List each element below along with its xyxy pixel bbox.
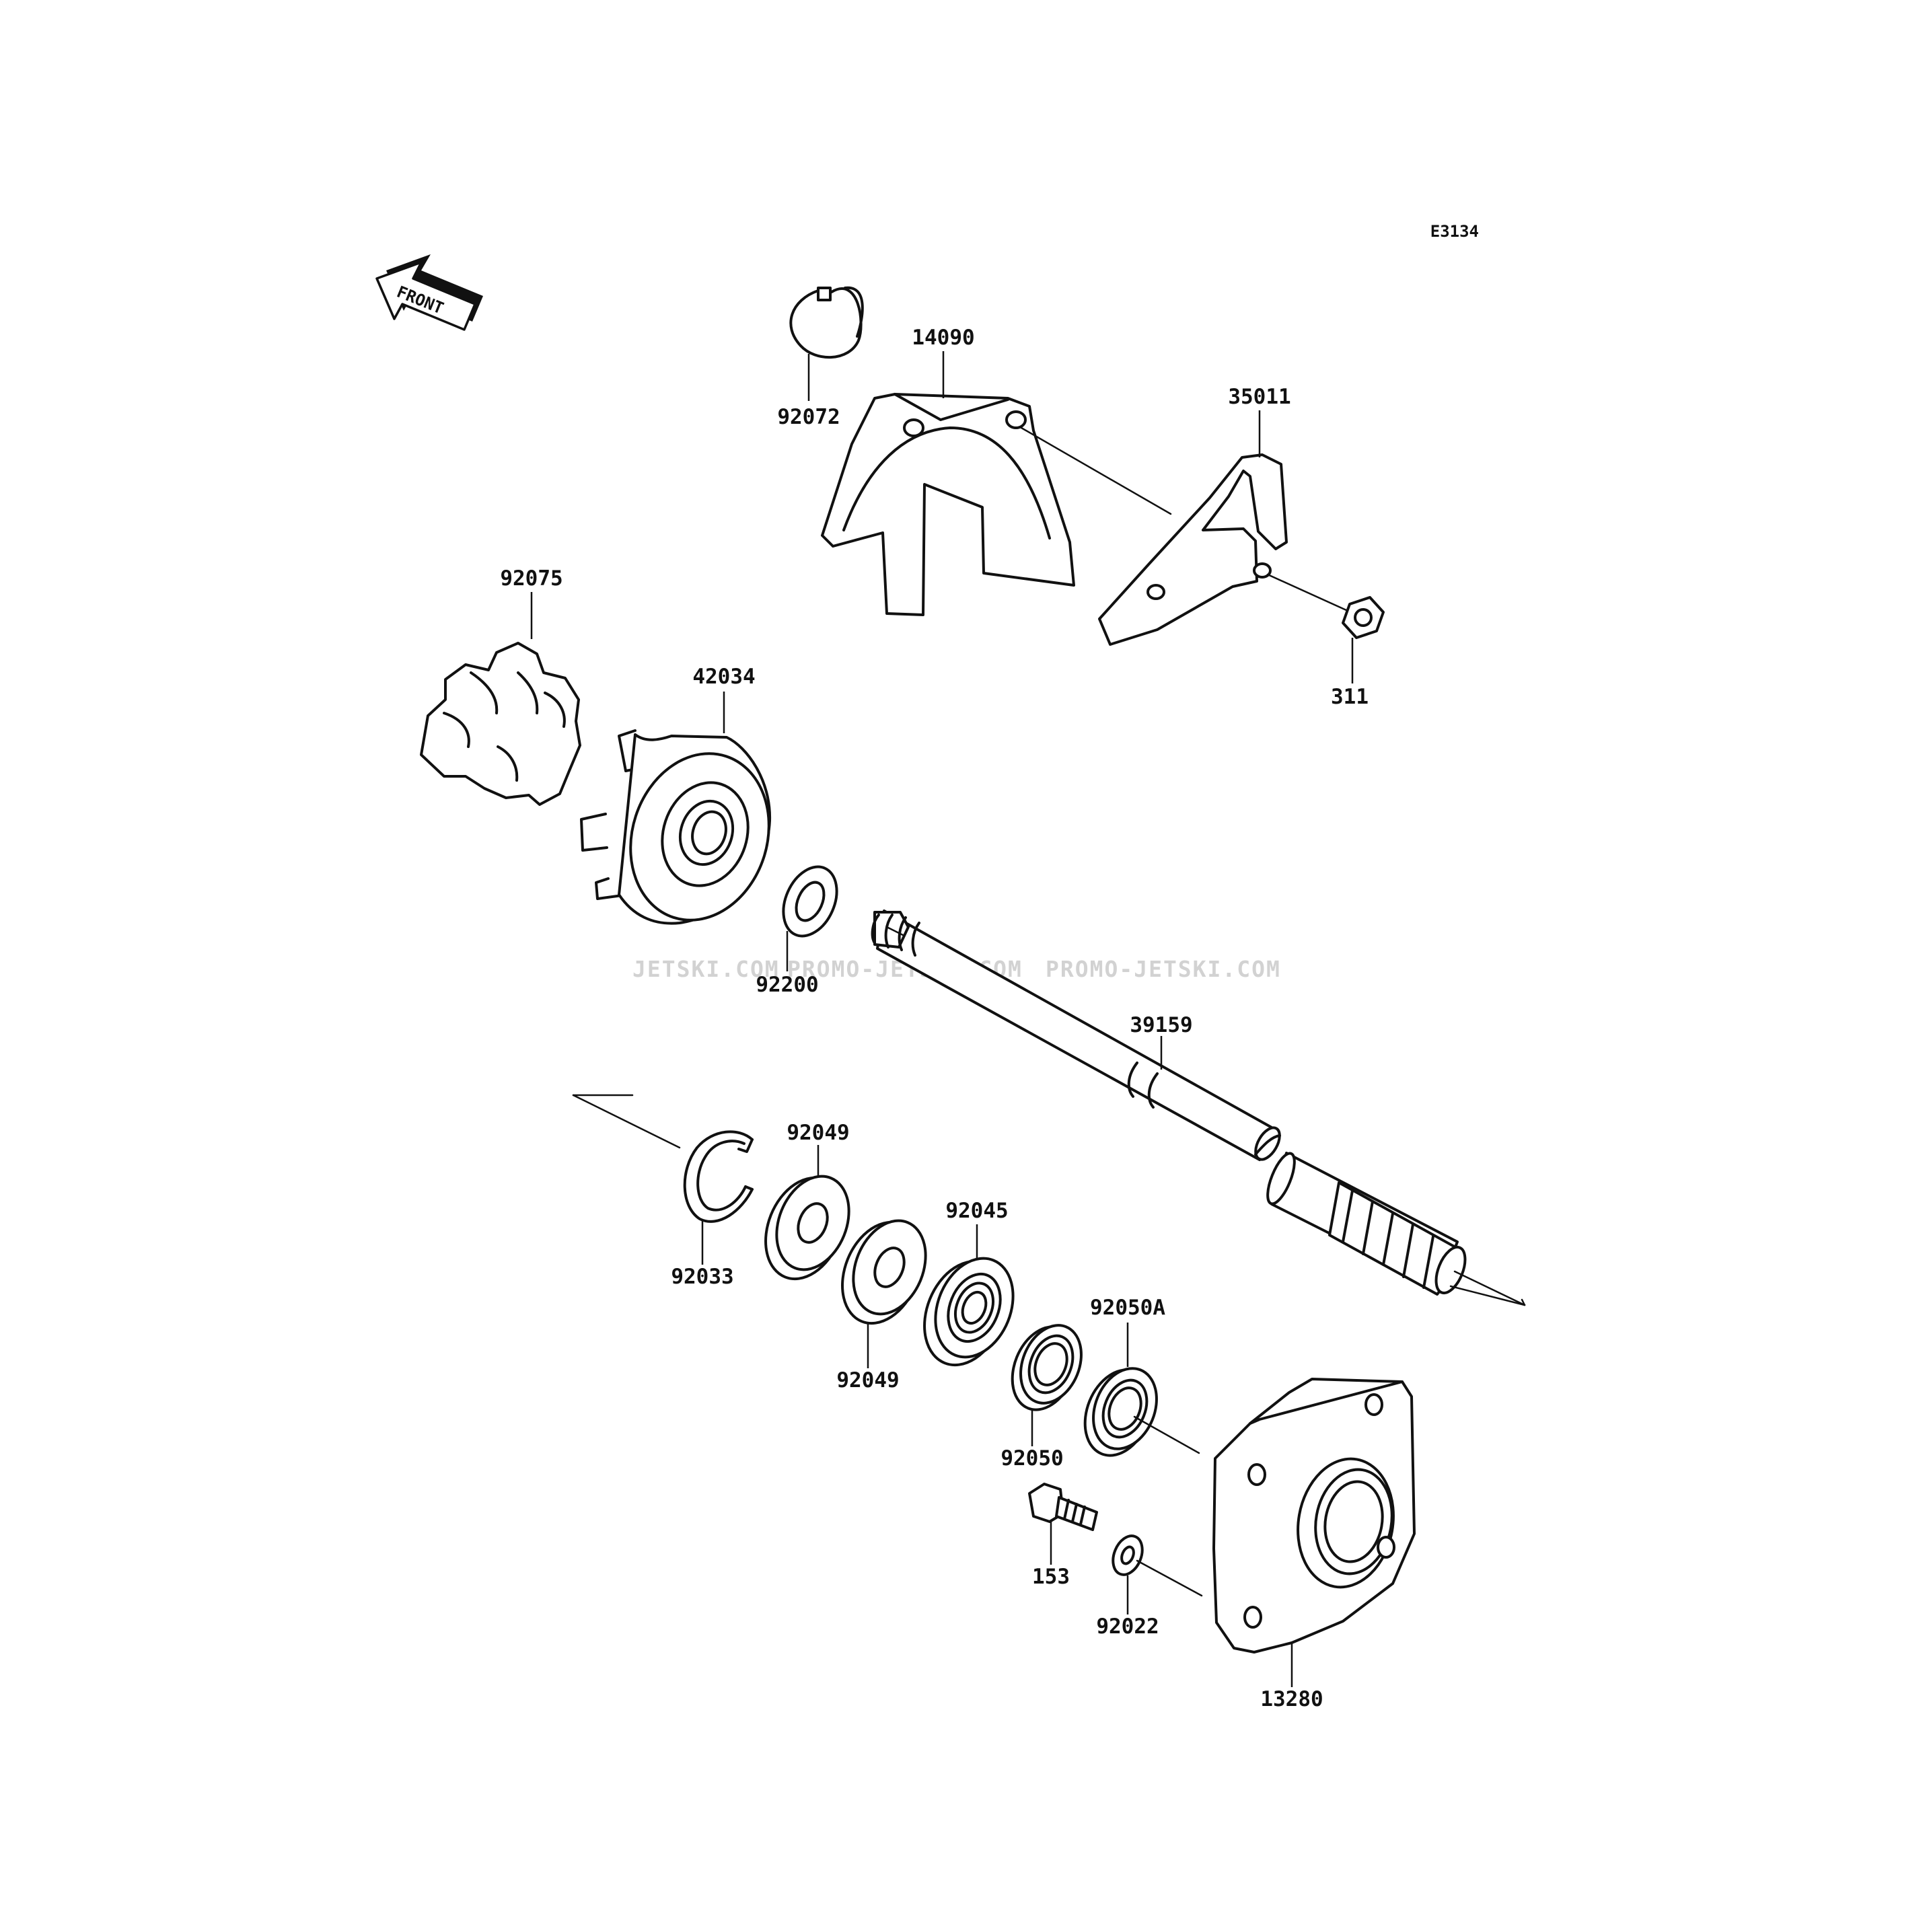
label-92075: 92075 — [500, 566, 562, 591]
part-92072-clamp — [789, 286, 864, 401]
part-92045-bearing — [923, 1224, 1015, 1367]
label-42034: 42034 — [692, 665, 755, 689]
label-92033: 92033 — [671, 1265, 733, 1289]
label-92049-lower: 92049 — [836, 1368, 899, 1392]
part-13280-housing — [1212, 1378, 1416, 1687]
label-92049-upper: 92049 — [787, 1121, 849, 1145]
label-39159: 39159 — [1130, 1013, 1192, 1037]
part-42034-impeller — [580, 692, 772, 925]
label-92050: 92050 — [1000, 1446, 1063, 1471]
label-92050a: 92050A — [1090, 1296, 1165, 1320]
part-92049-washer-b — [841, 1219, 927, 1368]
part-92022-washer — [1112, 1534, 1203, 1614]
watermark-text-3: PROMO-JETSKI.COM — [1046, 956, 1281, 982]
part-labels: 92072 14090 35011 92075 42034 311 92200 … — [500, 326, 1369, 1711]
part-311-nut — [1342, 596, 1385, 683]
part-92050a-seal — [1083, 1323, 1200, 1457]
label-92045: 92045 — [945, 1199, 1008, 1223]
part-92049-washer-a — [764, 1145, 850, 1281]
label-153: 153 — [1032, 1565, 1070, 1589]
diagram-code: E3134 — [1430, 222, 1479, 241]
front-arrow-icon: FRONT — [375, 254, 483, 331]
label-14090: 14090 — [912, 326, 974, 350]
label-92072: 92072 — [777, 405, 840, 429]
part-39159-shaft — [871, 909, 1526, 1306]
watermark-text-1: JETSKI.COM — [632, 956, 780, 982]
label-13280: 13280 — [1260, 1687, 1323, 1711]
part-153-bolt — [1028, 1483, 1098, 1565]
part-92033-circlip — [683, 1130, 754, 1265]
part-92075-damper — [420, 592, 581, 806]
label-35011: 35011 — [1228, 385, 1290, 409]
part-92200-washer — [782, 865, 838, 971]
part-35011-bracket — [1098, 410, 1355, 646]
part-92050-seal — [1011, 1324, 1083, 1446]
axis-arrow-left — [572, 1094, 681, 1149]
part-14090-cover — [821, 351, 1172, 616]
label-92200: 92200 — [756, 973, 818, 997]
label-92022: 92022 — [1096, 1614, 1159, 1639]
label-311: 311 — [1331, 685, 1369, 709]
